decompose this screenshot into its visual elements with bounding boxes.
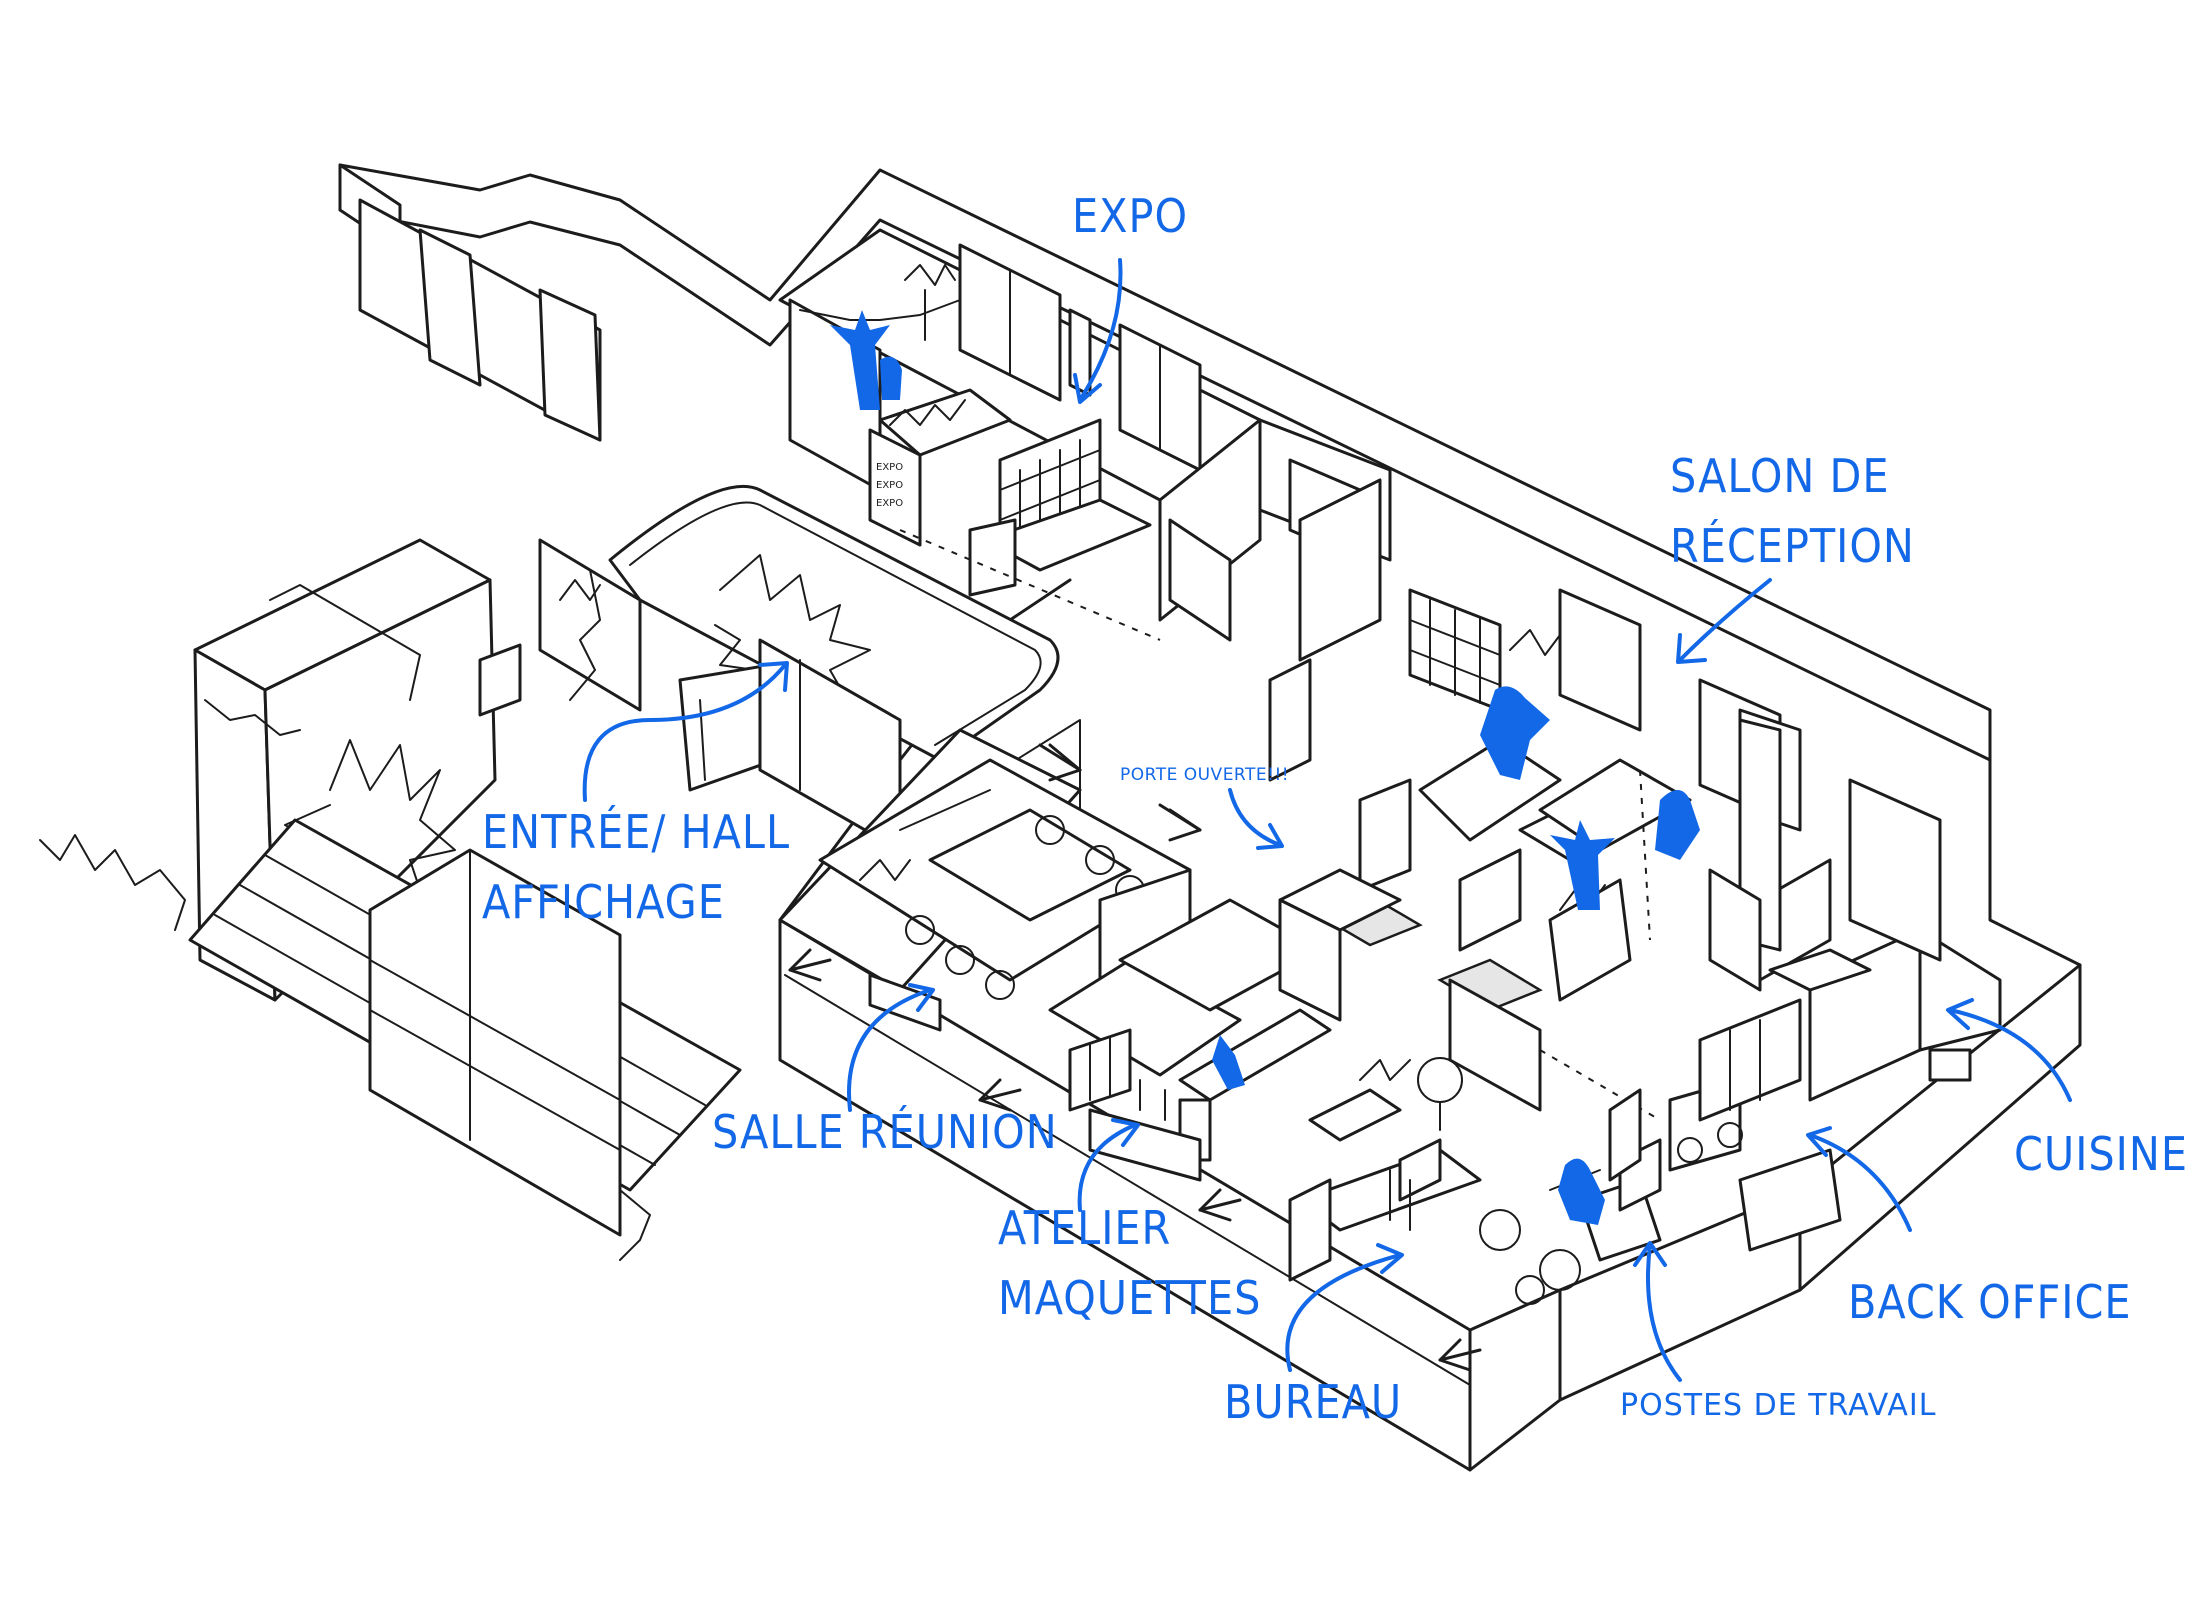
label-salon-line-2: RÉCEPTION [1670,519,1915,573]
salon-pointer [1678,578,1772,662]
label-cuisine: CUISINE [2014,1127,2188,1181]
label-bureau: BUREAU [1224,1375,1402,1429]
label-expo: EXPO [1072,189,1188,243]
label-postes: POSTES DE TRAVAIL [1620,1388,1936,1423]
label-atelier-line-2: MAQUETTES [998,1271,1261,1325]
arrow-icon [788,948,832,982]
building-shell [338,163,2082,1472]
arrow-icon [978,1078,1022,1112]
atelier-pointer [1077,1123,1137,1212]
label-porte: PORTE OUVERTE!!! [1120,765,1289,785]
circulation-arrows [788,743,1482,1372]
person-icon [1212,1035,1245,1090]
person-icon [880,356,902,400]
arrow-icon [1438,1338,1482,1372]
annotation-arrows [582,258,2072,1382]
label-entree-line-1: ENTRÉE/ HALL [482,805,790,859]
expo-display-grid [999,439,1101,551]
entree-hall-room [478,484,1081,852]
person-icon [1480,686,1550,780]
terrace-steps [39,699,742,1261]
cuisine-room [1708,718,2002,1102]
back-office-room [1608,998,1842,1252]
person-icon [1655,790,1700,860]
expo-sign-line-3: EXPO [876,498,903,509]
entree-pointer [582,663,787,802]
room-labels: EXPO SALON DE RÉCEPTION ENTRÉE/ HALL AFF… [482,189,2188,1429]
porte-pointer [1228,788,1282,847]
arrow-icon [1198,1188,1242,1222]
expo-pointer [1078,258,1123,402]
wc-room [1278,868,1543,1112]
people-figures [830,310,1700,1225]
bureau-room [1288,1049,1661,1282]
arrow-icon [1038,743,1082,782]
label-salle: SALLE RÉUNION [712,1105,1058,1159]
atelier-maquettes-room [1048,898,1332,1182]
label-salon-line-1: SALON DE [1670,449,1890,503]
label-back-office: BACK OFFICE [1848,1275,2132,1329]
person-icon [1558,1158,1605,1225]
salon-window-grid [1409,599,1501,704]
cuisine-pointer [1948,1008,2072,1102]
arrow-icon [1158,803,1202,842]
back-office-pointer [1808,1133,1912,1232]
person-icon [1550,820,1615,910]
expo-sign-line-1: EXPO [876,462,903,473]
salle-pointer [847,988,932,1112]
person-icon [830,310,890,410]
label-atelier-line-1: ATELIER [998,1201,1171,1255]
label-entree-line-2: AFFICHAGE [482,875,725,929]
expo-sign-line-2: EXPO [876,480,903,491]
bureau-pointer [1285,1253,1402,1372]
postes-pointer [1646,1243,1682,1382]
